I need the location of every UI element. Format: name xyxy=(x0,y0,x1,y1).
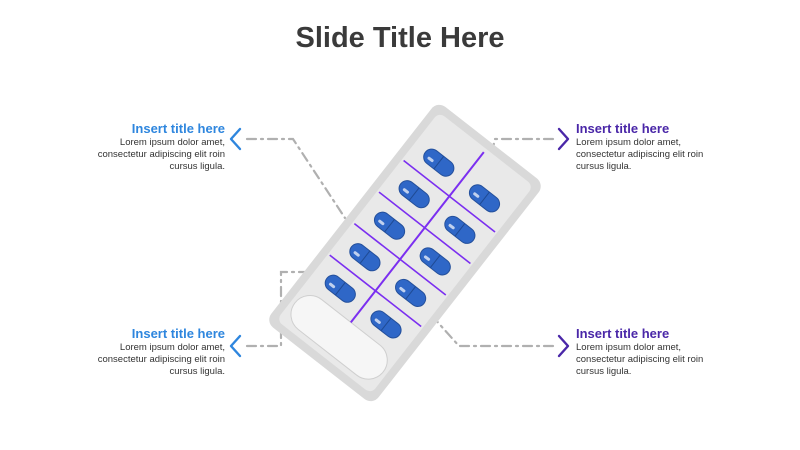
info-block-bottom-left: Insert title here Lorem ipsum dolor amet… xyxy=(25,326,225,378)
blister-divider xyxy=(350,151,485,323)
pill-capsule xyxy=(395,278,427,307)
info-body-line: Lorem ipsum dolor amet, xyxy=(576,137,682,148)
chevron-left-icon xyxy=(229,334,242,358)
info-title: Insert title here xyxy=(576,326,670,341)
chevron-left-icon xyxy=(229,127,242,151)
info-block-top-right: Insert title here Lorem ipsum dolor amet… xyxy=(576,121,776,173)
info-body-line: cursus ligula. xyxy=(169,366,225,377)
slide-title: Slide Title Here xyxy=(295,22,505,54)
pill-capsule xyxy=(468,184,501,213)
blister-divider xyxy=(353,222,447,296)
blister-divider xyxy=(378,191,471,265)
info-title: Insert title here xyxy=(131,121,225,136)
connector-top-left xyxy=(245,137,347,220)
info-body-line: Lorem ipsum dolor amet, xyxy=(119,342,225,353)
info-body-line: consectetur adipiscing elit roin xyxy=(576,149,704,160)
pill-capsule xyxy=(398,180,430,209)
info-block-bottom-right: Insert title here Lorem ipsum dolor amet… xyxy=(576,326,776,378)
pill-capsule xyxy=(423,148,455,177)
pill-capsule xyxy=(373,211,406,240)
connector-bottom-right xyxy=(423,306,555,348)
pill-capsule xyxy=(324,274,356,303)
info-body-line: Lorem ipsum dolor amet, xyxy=(576,342,682,353)
pill-capsule xyxy=(370,310,402,339)
info-block-top-left: Insert title here Lorem ipsum dolor amet… xyxy=(25,121,225,173)
info-body-line: Lorem ipsum dolor amet, xyxy=(119,137,225,148)
pill-capsule xyxy=(444,215,476,244)
pill-capsules xyxy=(324,148,501,339)
blister-divider xyxy=(329,254,422,328)
info-title: Insert title here xyxy=(131,326,225,341)
info-body-line: cursus ligula. xyxy=(169,161,225,172)
chevron-right-icon xyxy=(557,127,570,151)
info-body-line: consectetur adipiscing elit roin xyxy=(576,354,704,365)
info-body-line: consectetur adipiscing elit roin xyxy=(97,149,225,160)
blister-divider xyxy=(403,159,496,233)
info-body-line: cursus ligula. xyxy=(576,161,632,172)
info-body-line: cursus ligula. xyxy=(576,366,632,377)
pill-capsule xyxy=(419,247,451,276)
info-title: Insert title here xyxy=(576,121,670,136)
info-body-line: consectetur adipiscing elit roin xyxy=(97,354,225,365)
pill-blister-pack-icon xyxy=(269,104,541,402)
pill-capsule xyxy=(349,243,381,272)
chevron-right-icon xyxy=(557,334,570,358)
